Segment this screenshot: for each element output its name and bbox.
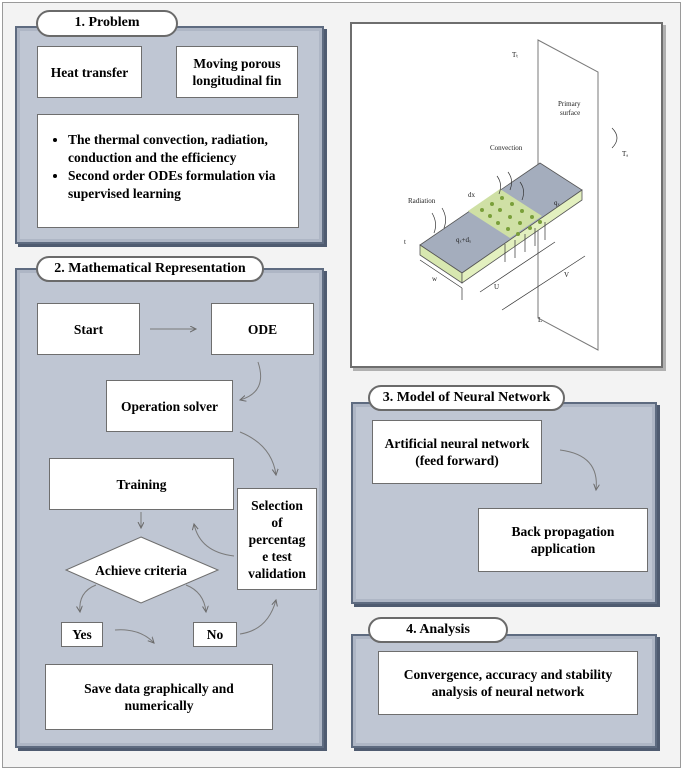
criteria-label: Achieve criteria	[95, 562, 187, 578]
arrow-no-selection	[239, 600, 276, 635]
arrow-selection-training	[194, 524, 235, 557]
arrow-ann-backprop	[559, 449, 596, 490]
no-label: No	[206, 627, 224, 642]
bp-line2: application	[530, 541, 596, 556]
fin-drawing	[419, 39, 618, 351]
arrow-criteria-no	[185, 584, 206, 612]
start-box: Start	[37, 303, 140, 355]
convection-label: Convection	[490, 144, 523, 152]
bullet-thermal: The thermal convection, radiation,conduc…	[68, 131, 288, 167]
training-box: Training	[49, 458, 234, 510]
ann-line2: (feed forward)	[415, 453, 499, 468]
fin-front	[461, 189, 583, 284]
selection-box: Selection of percentag e test validation	[237, 488, 317, 590]
criteria-diamond	[64, 536, 220, 604]
arrow-ode-solver	[240, 361, 262, 400]
ann-line1: Artificial neural network	[384, 436, 530, 451]
qxdx-label: qₓ+dₓ	[456, 236, 472, 244]
bp-line1: Back propagation	[511, 524, 615, 539]
problem-bullets: The thermal convection, radiation,conduc…	[37, 114, 299, 228]
math-title: 2. Mathematical Representation	[36, 256, 264, 282]
backprop-box: Back propagation application	[478, 508, 648, 572]
save-line1: Save data graphically and	[84, 681, 234, 696]
problem-title: 1. Problem	[36, 10, 178, 37]
selection-line: Selection	[251, 497, 303, 513]
qx-label: qₓ	[554, 199, 561, 207]
t-top-label: Tₜ	[512, 51, 518, 59]
u-label: U	[494, 283, 499, 291]
selection-line: percentag	[248, 531, 306, 547]
dx-label: dx	[468, 191, 476, 199]
porous-fin-line2: longitudinal fin	[192, 73, 282, 88]
arrow-yes-save	[114, 629, 154, 643]
porous-fin-box: Moving porous longitudinal fin	[176, 46, 298, 98]
w-label: w	[432, 275, 438, 283]
t-label: t	[404, 238, 406, 246]
selection-line: e test	[262, 548, 292, 564]
bullet-odes: Second order ODEs formulation viasupervi…	[68, 167, 288, 203]
heat-transfer-box: Heat transfer	[37, 46, 142, 98]
selection-line: of	[271, 514, 283, 530]
heat-transfer-label: Heat transfer	[50, 64, 129, 80]
neural-title: 3. Model of Neural Network	[368, 385, 565, 411]
analysis-box: Convergence, accuracy and stability anal…	[378, 651, 638, 715]
radiation-label: Radiation	[408, 197, 436, 205]
arrow-solver-selection	[239, 431, 276, 475]
arrow-criteria-yes	[80, 584, 97, 612]
analysis-line2: analysis of neural network	[431, 684, 585, 699]
analysis-title: 4. Analysis	[368, 617, 508, 643]
ode-label: ODE	[247, 321, 278, 337]
t-side-label: Tₐ	[622, 150, 628, 158]
analysis-line1: Convergence, accuracy and stability	[403, 667, 613, 682]
porous-fin-line1: Moving porous	[193, 56, 281, 71]
primary-label-1: Primary	[558, 100, 581, 108]
selection-line: validation	[248, 565, 306, 581]
l-label: L	[538, 316, 542, 324]
save-line2: numerically	[124, 698, 194, 713]
start-label: Start	[73, 321, 104, 337]
yes-label: Yes	[72, 627, 92, 642]
training-label: Training	[116, 476, 167, 492]
solver-label: Operation solver	[120, 398, 219, 414]
solver-box: Operation solver	[106, 380, 233, 432]
criteria-label-box: Achieve criteria	[82, 560, 200, 580]
primary-label-2: surface	[560, 109, 580, 117]
yes-box: Yes	[61, 622, 103, 647]
porous-region	[468, 189, 542, 238]
ann-box: Artificial neural network (feed forward)	[372, 420, 542, 484]
ode-box: ODE	[211, 303, 314, 355]
save-data-box: Save data graphically and numerically	[45, 664, 273, 730]
no-box: No	[193, 622, 237, 647]
v-label: V	[564, 271, 569, 279]
